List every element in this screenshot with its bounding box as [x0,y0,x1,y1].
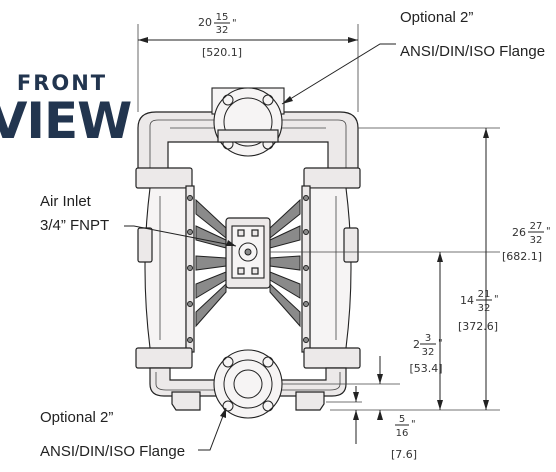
width-num: 15 [216,12,229,23]
title-view: VIEW [0,92,131,150]
callout-top-flange: Optional 2” ANSI/DIN/ISO Flange [281,9,545,105]
width-inch: " [232,18,237,29]
bottom-flange [213,349,283,419]
callout-bottom-flange: Optional 2” ANSI/DIN/ISO Flange [40,407,227,460]
outlet-height-inch: " [438,338,443,349]
height-den: 32 [530,235,543,246]
outlet-height-den: 32 [422,347,435,358]
inlet-height-num: 21 [478,289,491,300]
foot-offset-dimension: 5 16 " [7.6] [353,386,417,461]
foot-offset-inch: " [411,419,416,430]
inlet-height-metric: [372.6] [458,320,498,333]
callout-bottom-flange-line1: Optional 2” [40,409,113,426]
top-flange [211,87,285,157]
callout-air-inlet-line2: 3/4” FNPT [40,217,109,234]
title-front: FRONT [17,71,107,95]
air-center-section [195,198,301,328]
right-fluid-chamber [301,185,359,353]
height-dimension: 26 27 32 " [682.1] [483,128,551,410]
inlet-height-whole: 14 [460,294,474,307]
mounting-feet [171,391,325,411]
callout-top-flange-line1: Optional 2” [400,9,473,26]
height-metric: [682.1] [502,250,542,263]
callout-bottom-flange-line2: ANSI/DIN/ISO Flange [40,443,185,460]
pump-body [135,87,361,419]
inlet-height-inch: " [494,294,499,305]
inlet-height-den: 32 [478,303,491,314]
callout-air-inlet-line1: Air Inlet [40,193,92,210]
height-inch: " [546,226,551,237]
width-metric: [520.1] [202,46,242,59]
height-whole: 26 [512,226,526,239]
outlet-height-whole: 2 [413,338,420,351]
outlet-height-dimension: 2 3 32 " [53.4] [377,333,443,420]
foot-offset-metric: [7.6] [391,448,417,461]
callout-air-inlet: Air Inlet 3/4” FNPT [40,193,237,247]
height-num: 27 [530,221,543,232]
left-fluid-chamber [137,185,195,353]
foot-offset-den: 16 [396,428,409,439]
foot-offset-num: 5 [399,414,405,425]
outlet-height-num: 3 [425,333,431,344]
callout-top-flange-line2: ANSI/DIN/ISO Flange [400,43,545,60]
width-whole: 20 [198,16,212,29]
outlet-height-metric: [53.4] [409,362,442,375]
air-inlet-height-dimension: 14 21 32 " [372.6] [437,252,499,410]
width-den: 32 [216,25,229,36]
width-dimension: 20 15 32 " [520.1] [138,12,358,59]
